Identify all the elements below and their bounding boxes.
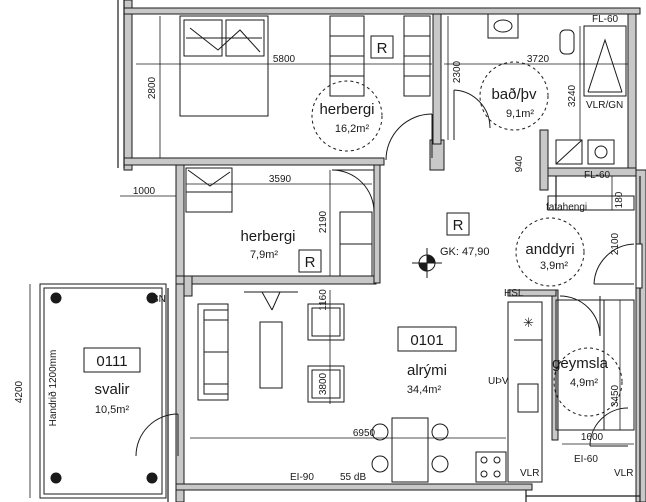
label-hsl: HSL: [504, 288, 524, 299]
storage-marker: [553, 347, 623, 417]
bath-fixtures: [453, 13, 627, 165]
dim-2300: 2300: [452, 60, 463, 83]
bedroom1-r-label: R: [377, 40, 388, 57]
label-fl60-top: FL-60: [592, 14, 619, 25]
level-marker: [412, 248, 442, 278]
dim-2190: 2190: [318, 210, 329, 233]
bedroom1-marker: [311, 80, 383, 152]
dim-1160: 1160: [318, 289, 329, 311]
dim-6950: 6950: [353, 428, 376, 439]
label-handrid: Handrið 1200mm: [47, 350, 59, 427]
dim-2800: 2800: [147, 76, 158, 99]
bedroom2-r-label: R: [305, 254, 316, 271]
bedroom2-furniture: [185, 167, 375, 277]
apartment-number-box: [397, 326, 457, 352]
balcony-number: 0111: [96, 353, 127, 370]
hall-area: 3,9m²: [540, 260, 568, 272]
dim-3720: 3720: [527, 54, 550, 65]
label-fl60-bottom: FL-60: [584, 170, 611, 181]
outer-lines: [117, 0, 641, 502]
dim-3450: 3450: [610, 384, 621, 407]
dim-4200: 4200: [14, 380, 25, 403]
dimension-lines: [29, 16, 634, 498]
dim-5800: 5800: [273, 54, 296, 65]
balcony-name: svalir: [94, 381, 129, 398]
balcony-area: 10,5m²: [95, 404, 130, 416]
bath-marker: [479, 61, 549, 131]
label-upv: UÞV: [488, 376, 509, 387]
label-vlr-gn: VLR/GN: [586, 100, 623, 111]
label-ei60: EI-60: [574, 454, 598, 465]
bath-area: 9,1m²: [506, 108, 534, 120]
hall-name: anddyri: [525, 241, 574, 258]
living-furniture: [135, 291, 449, 483]
dim-3800: 3800: [318, 372, 329, 395]
dim-2100: 2100: [610, 232, 621, 255]
dim-940: 940: [514, 155, 525, 172]
label-vlr-1: VLR: [520, 468, 539, 479]
dim-180: 180: [614, 191, 625, 208]
storage-name: geymsla: [552, 355, 609, 372]
apartment-number: 0101: [410, 332, 443, 349]
balcony-number-box: [83, 347, 141, 373]
bedroom1-name: herbergi: [319, 101, 374, 118]
hall-marker: [515, 217, 585, 287]
hall-r-label: R: [453, 217, 464, 234]
label-ei90: EI-90: [290, 472, 314, 483]
bedroom2-area: 7,9m²: [250, 249, 278, 261]
bath-name: bað/þv: [491, 86, 537, 103]
dim-3240: 3240: [567, 84, 578, 107]
label-55db: 55 dB: [340, 472, 366, 483]
balcony: [39, 283, 167, 499]
label-vlr-2: VLR: [614, 468, 633, 479]
kitchen-fixtures: [475, 295, 635, 483]
bedroom1-furniture: [179, 15, 433, 161]
living-area: 34,4m²: [407, 384, 442, 396]
gk-level: GK: 47,90: [440, 246, 490, 258]
label-fatahengi: fatahengi: [546, 202, 587, 213]
dim-3590: 3590: [269, 174, 292, 185]
storage-area: 4,9m²: [570, 377, 598, 389]
bedroom2-name: herbergi: [240, 228, 295, 245]
hall-r-box: [446, 212, 470, 236]
star-icon: ✳: [523, 315, 534, 330]
walls: [123, 0, 646, 502]
bedroom1-r-box: [370, 35, 394, 59]
hall-fixtures: [547, 195, 643, 289]
bedroom2-r-box: [298, 249, 322, 273]
bedroom1-area: 16,2m²: [335, 123, 370, 135]
dim-1000: 1000: [133, 186, 156, 197]
living-name: alrými: [407, 362, 447, 379]
label-sn: SN: [152, 294, 166, 305]
dim-1600: 1600: [581, 432, 604, 443]
